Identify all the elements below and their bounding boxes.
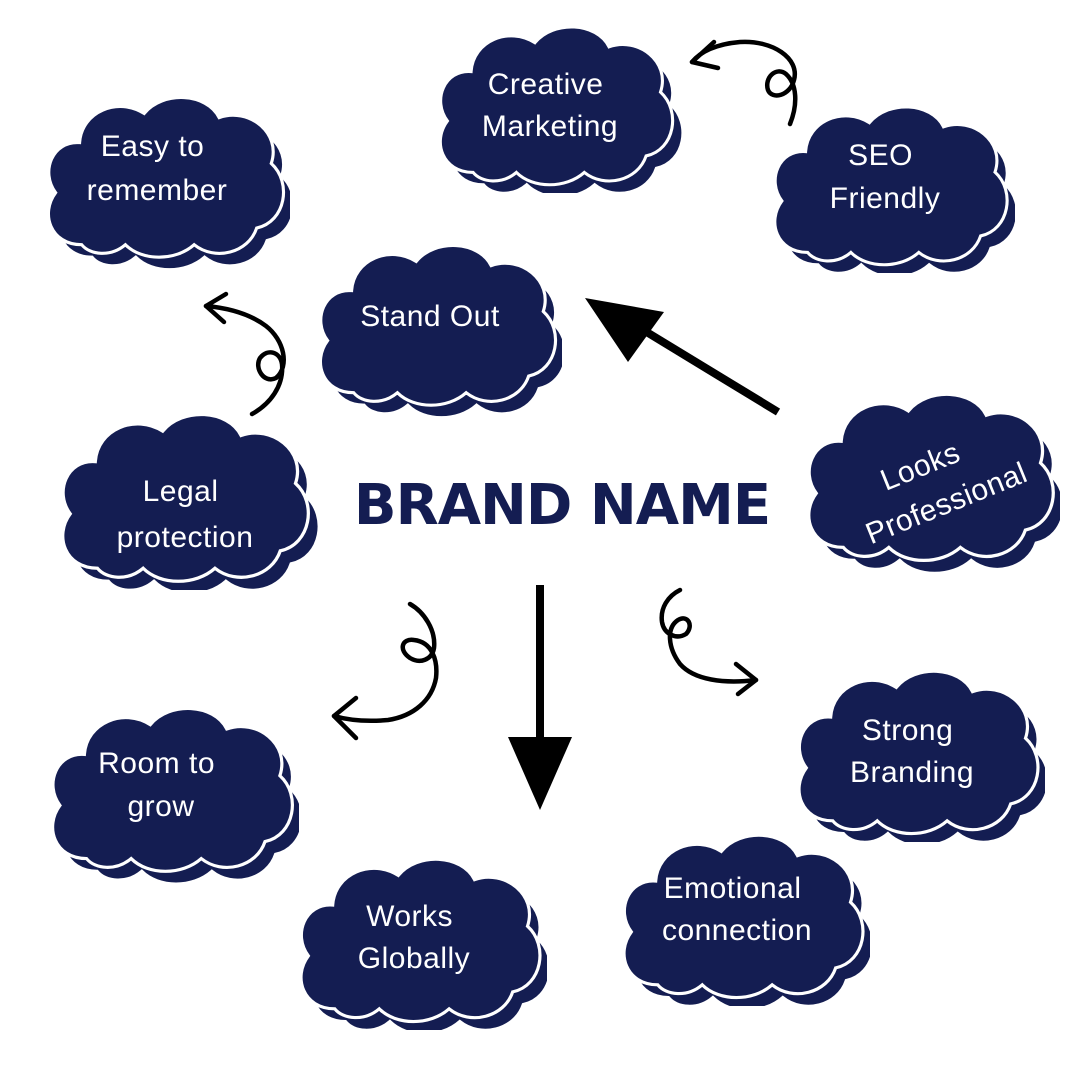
cloud-legal-protection-line-1: Legal bbox=[143, 475, 219, 508]
cloud-works-globally-line-1: Works bbox=[366, 900, 453, 933]
svg-text:Works Globally: Works Globally bbox=[358, 900, 470, 975]
curly-arrow-to-strong bbox=[659, 587, 759, 697]
svg-text:Emotional connection: Emotional connection bbox=[662, 872, 812, 947]
cloud-creative-marketing: Creative Marketing bbox=[438, 25, 683, 193]
cloud-room-to-grow-line-2: grow bbox=[127, 790, 194, 823]
cloud-easy-to-remember-line-2: remember bbox=[87, 174, 228, 207]
cloud-works-globally: Works Globally bbox=[299, 857, 547, 1030]
cloud-easy-to-remember-line-1: Easy to bbox=[101, 130, 205, 163]
cloud-room-to-grow: Room to grow bbox=[50, 706, 299, 886]
svg-text:Room to grow: Room to grow bbox=[98, 747, 224, 823]
svg-text:Strong Branding: Strong Branding bbox=[850, 714, 974, 789]
cloud-emotional-connection-line-1: Emotional bbox=[664, 872, 802, 905]
curly-arrow-to-room bbox=[331, 601, 439, 741]
cloud-legal-protection: Legal protection bbox=[60, 412, 321, 590]
svg-text:Easy to remember: Easy to remember bbox=[87, 130, 228, 207]
cloud-easy-to-remember: Easy to remember bbox=[46, 95, 290, 272]
cloud-room-to-grow-line-1: Room to bbox=[98, 747, 215, 780]
cloud-emotional-connection: Emotional connection bbox=[622, 833, 870, 1006]
cloud-stand-out-line-1: Stand Out bbox=[360, 300, 500, 333]
curly-arrow-legal-to-easy bbox=[203, 291, 286, 417]
cloud-emotional-connection-line-2: connection bbox=[662, 914, 812, 947]
curly-arrow-seo-to-creative bbox=[689, 39, 798, 127]
cloud-seo-friendly: SEO Friendly bbox=[773, 105, 1015, 273]
arrow-to-stand-out bbox=[585, 298, 781, 416]
cloud-creative-marketing-line-1: Creative bbox=[488, 68, 604, 101]
cloud-looks-professional: Looks Professional bbox=[806, 392, 1060, 576]
svg-text:Stand Out: Stand Out bbox=[360, 300, 500, 333]
cloud-strong-branding-line-2: Branding bbox=[850, 756, 974, 789]
cloud-strong-branding-line-1: Strong bbox=[862, 714, 953, 747]
brand-name-title: BRAND NAME bbox=[354, 473, 770, 538]
cloud-strong-branding: Strong Branding bbox=[797, 669, 1045, 842]
svg-text:Creative Marketing: Creative Marketing bbox=[482, 68, 618, 143]
arrow-down bbox=[508, 585, 572, 810]
cloud-stand-out: Stand Out bbox=[318, 243, 562, 420]
cloud-seo-friendly-line-2: Friendly bbox=[830, 182, 941, 215]
cloud-creative-marketing-line-2: Marketing bbox=[482, 110, 618, 143]
svg-text:SEO Friendly: SEO Friendly bbox=[830, 139, 941, 215]
cloud-works-globally-line-2: Globally bbox=[358, 942, 470, 975]
svg-text:Legal protection: Legal protection bbox=[117, 475, 254, 554]
cloud-seo-friendly-line-1: SEO bbox=[848, 139, 913, 172]
cloud-legal-protection-line-2: protection bbox=[117, 521, 254, 554]
